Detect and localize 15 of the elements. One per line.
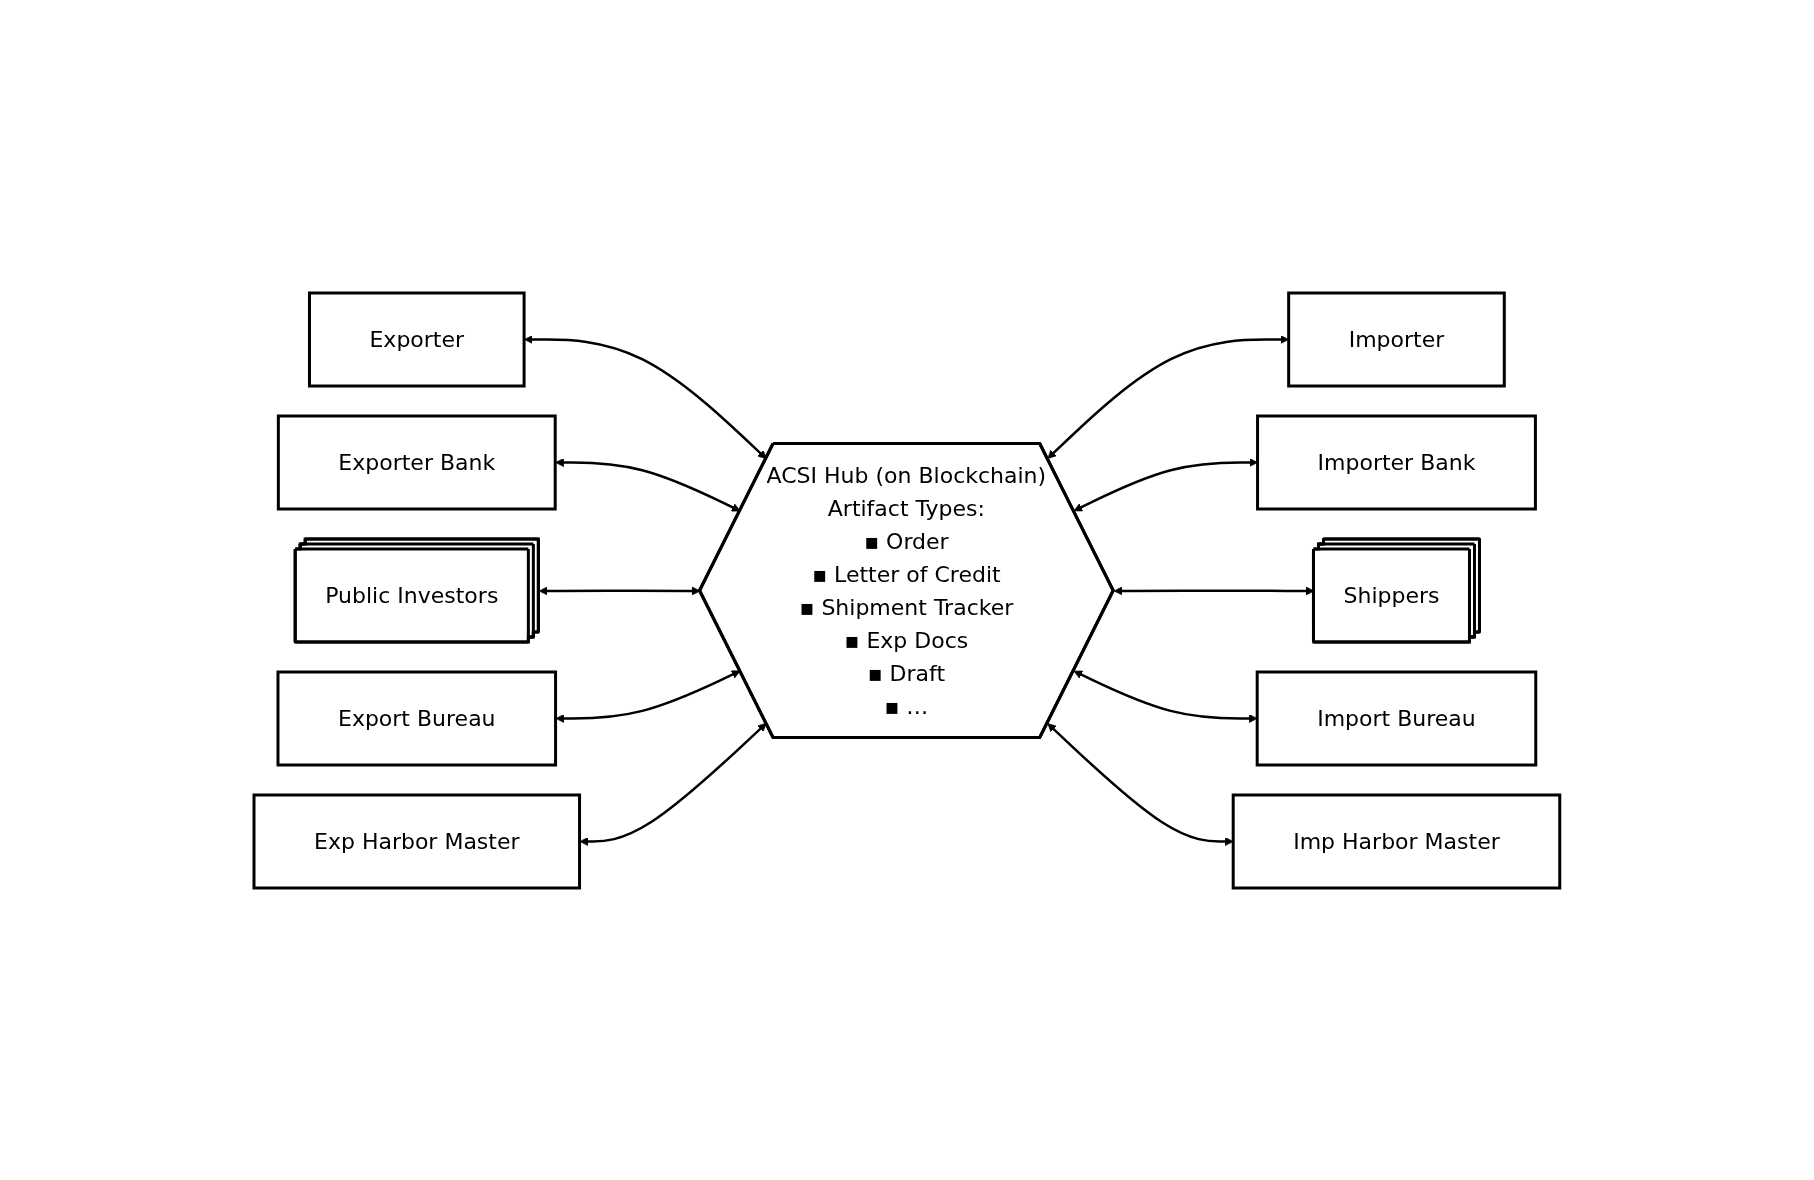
arrow	[1073, 670, 1258, 723]
arrow	[524, 334, 767, 459]
node-box: Exporter Bank	[276, 414, 557, 510]
arrow	[1047, 722, 1234, 846]
arrow	[555, 669, 741, 723]
node-box: Exporter	[308, 291, 526, 387]
node-box: Importer	[1287, 291, 1506, 387]
node-box: Export Bureau	[276, 670, 558, 766]
arrow	[579, 722, 767, 846]
arrow	[539, 586, 701, 595]
node-box: Imp Harbor Master	[1231, 793, 1562, 889]
node-box: Import Bureau	[1255, 670, 1538, 766]
node-box: Importer Bank	[1256, 414, 1538, 510]
node-box: Exp Harbor Master	[252, 793, 582, 889]
arrow	[555, 457, 741, 511]
